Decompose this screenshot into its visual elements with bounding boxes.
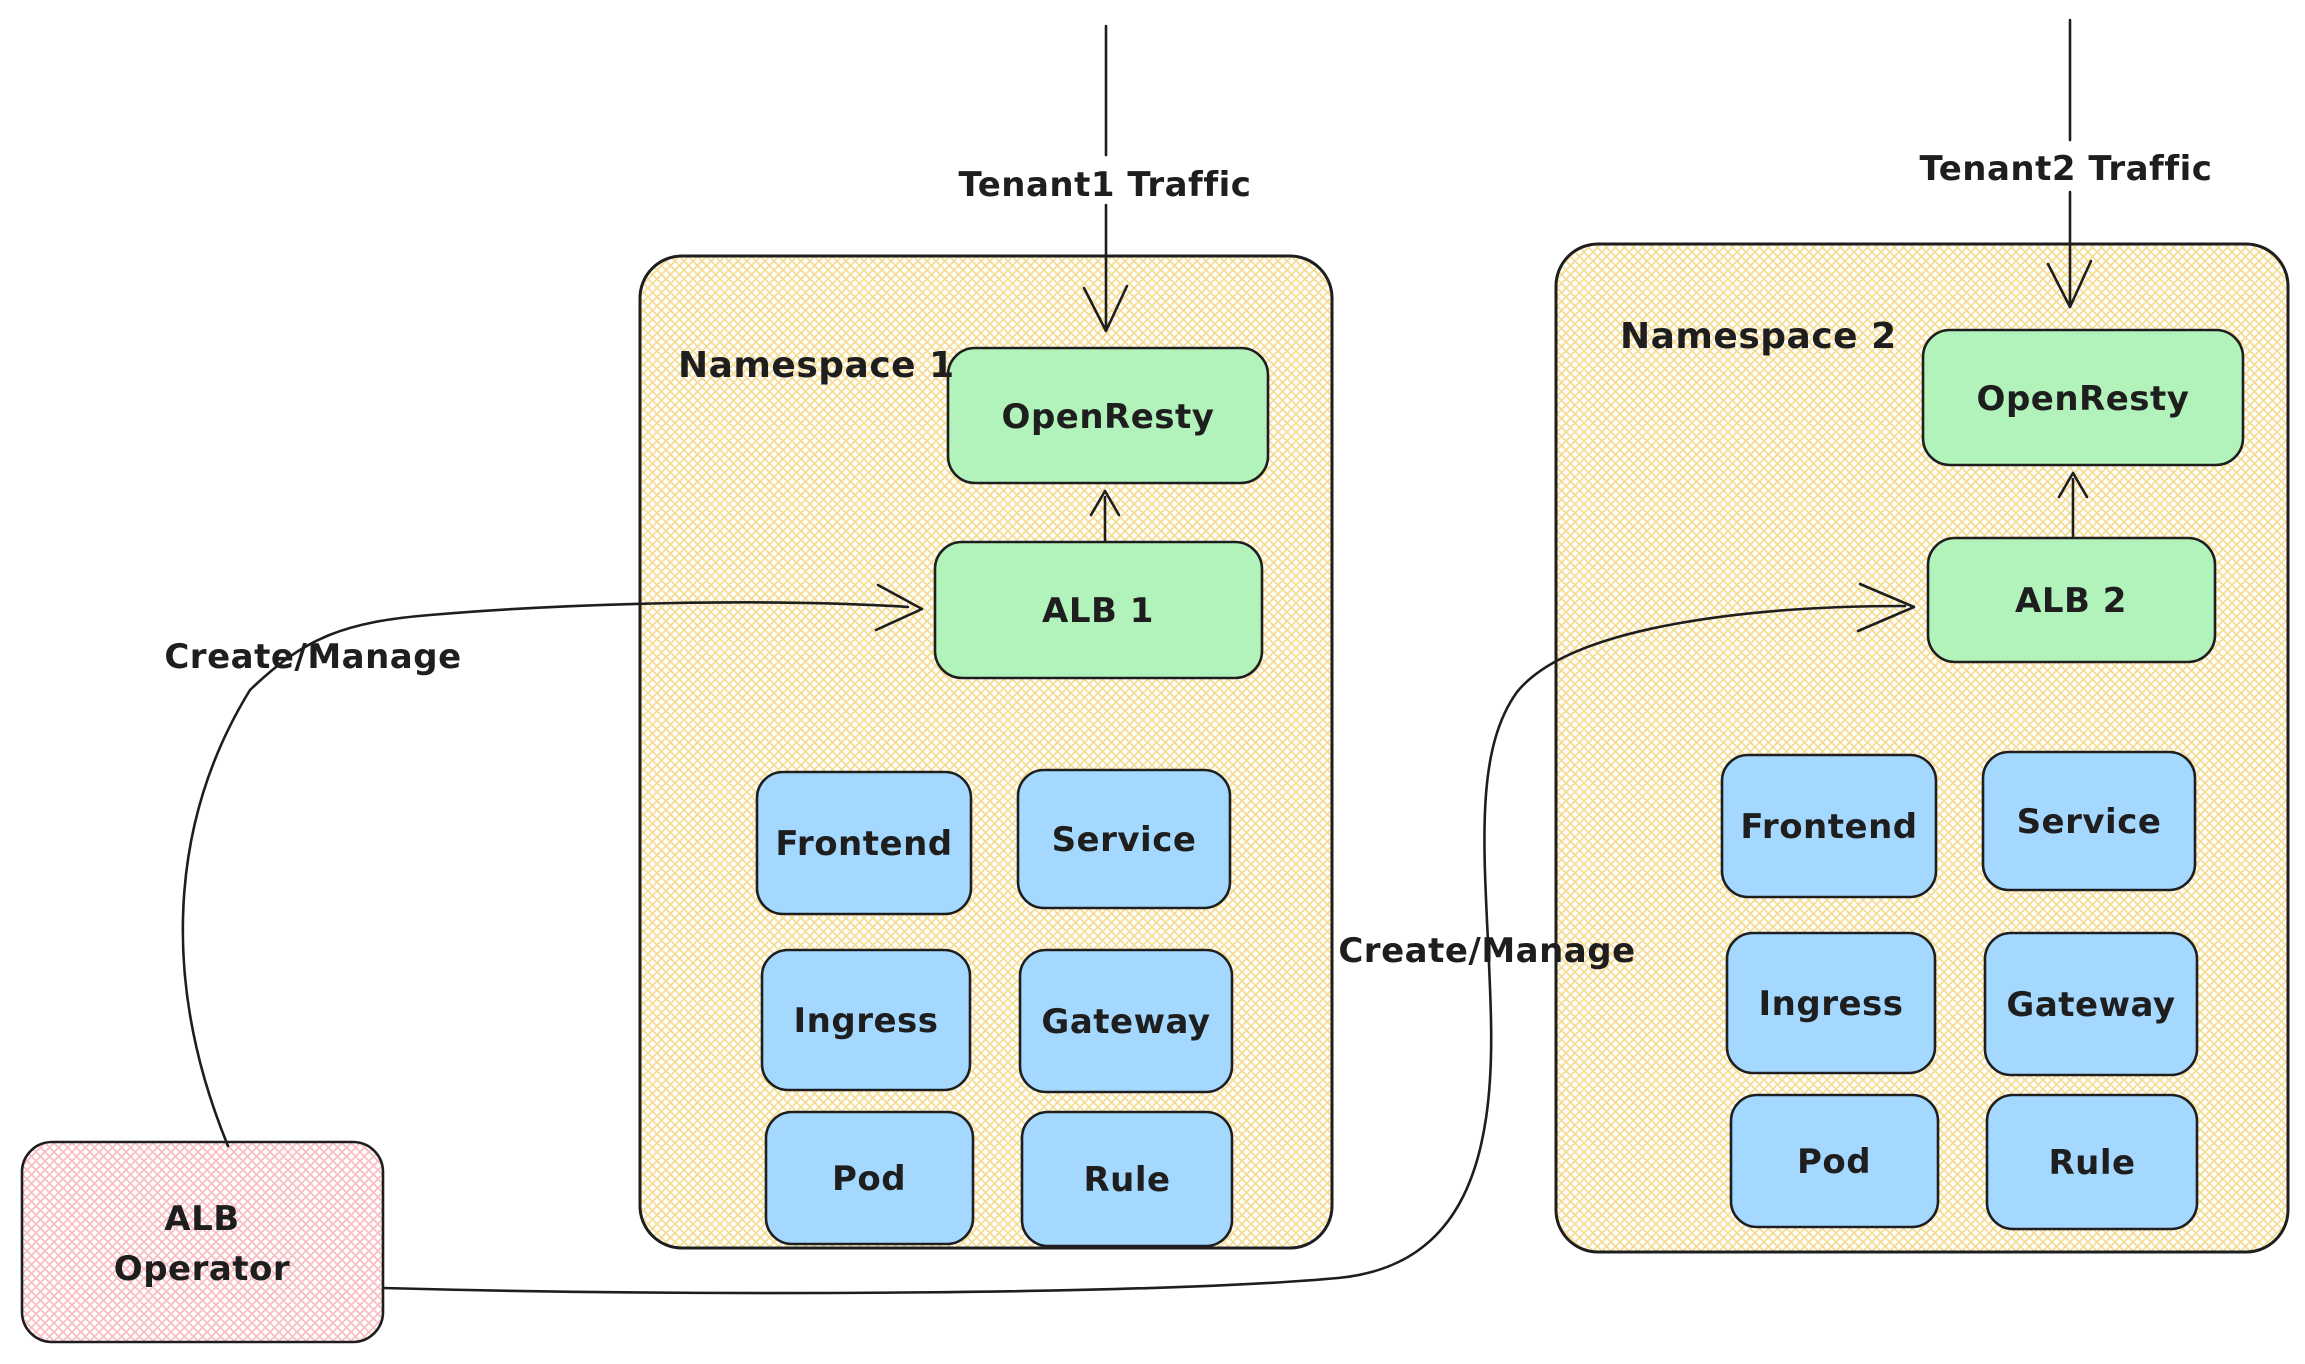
ns2-pod-label: Pod: [1797, 1142, 1871, 1182]
ns2-ingress-box: [1725, 931, 1937, 1075]
ns1-rule-box: [1020, 1110, 1234, 1248]
ns1-service-box: [1016, 768, 1232, 910]
create-manage-left-label: Create/Manage: [164, 637, 461, 677]
openresty2-box: [1921, 328, 2245, 467]
ns1-pod-box: [764, 1110, 975, 1246]
ns1-service-label: Service: [1052, 820, 1197, 860]
ns2-rule-box: [1985, 1093, 2199, 1231]
ns1-ingress-box: [760, 948, 972, 1092]
alb1-to-openresty-arrow: [1089, 489, 1121, 542]
namespace2-title: Namespace 2: [1620, 316, 1897, 357]
openresty2-label: OpenResty: [1977, 379, 2190, 419]
ns1-frontend-label: Frontend: [775, 824, 952, 864]
ns1-gateway-box: [1018, 948, 1234, 1094]
alb1-label: ALB 1: [1042, 591, 1154, 631]
create-manage-arrow-alb2: [381, 582, 1916, 1295]
ns2-pod-box: [1729, 1093, 1940, 1229]
ns2-frontend-label: Frontend: [1740, 807, 1917, 847]
ns2-gateway-box: [1983, 931, 2199, 1077]
tenant1-traffic-arrow: [1082, 203, 1129, 333]
shapes-group: [20, 18, 2290, 1344]
ns2-ingress-label: Ingress: [1759, 984, 1904, 1024]
openresty1-label: OpenResty: [1002, 397, 1215, 437]
labels-group: Tenant1 Traffic Tenant2 Traffic Namespac…: [114, 149, 2213, 1289]
create-manage-arrow-alb1: [181, 583, 924, 1148]
alb2-to-openresty-arrow: [2057, 471, 2089, 538]
alb2-label: ALB 2: [2015, 581, 2127, 621]
ns1-frontend-box: [755, 770, 973, 916]
alb-operator-label-line1: ALB: [164, 1199, 239, 1239]
ns1-pod-label: Pod: [832, 1159, 906, 1199]
tenant2-traffic-arrow: [2046, 190, 2093, 309]
alb1-box: [933, 540, 1264, 680]
ns1-gateway-label: Gateway: [1041, 1002, 1210, 1042]
alb-operator-box: [20, 1140, 385, 1344]
tenant1-traffic-label: Tenant1 Traffic: [959, 165, 1252, 205]
openresty1-box: [946, 346, 1270, 485]
alb2-box: [1926, 536, 2217, 664]
ns1-rule-label: Rule: [1083, 1160, 1170, 1200]
ns2-service-box: [1981, 750, 2197, 892]
ns1-ingress-label: Ingress: [794, 1001, 939, 1041]
ns2-frontend-box: [1720, 753, 1938, 899]
tenant2-traffic-label: Tenant2 Traffic: [1920, 149, 2213, 189]
alb-operator-label-line2: Operator: [114, 1249, 290, 1289]
create-manage-right-label: Create/Manage: [1338, 931, 1635, 971]
namespace1-title: Namespace 1: [678, 345, 955, 386]
ns2-service-label: Service: [2017, 802, 2162, 842]
ns2-gateway-label: Gateway: [2006, 985, 2175, 1025]
ns2-rule-label: Rule: [2048, 1143, 2135, 1183]
